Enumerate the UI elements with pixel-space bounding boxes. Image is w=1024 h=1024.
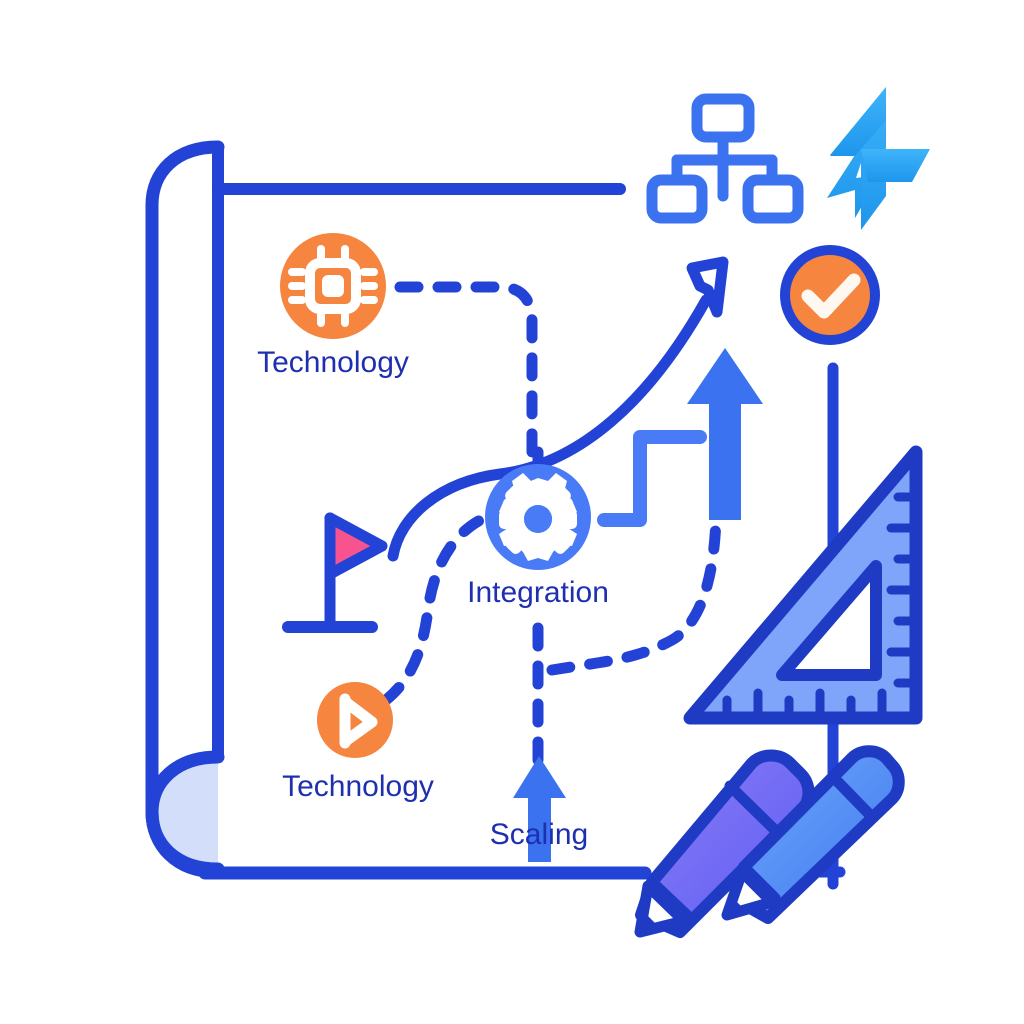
set-square-ruler-icon [683,445,923,725]
dashed-path-integration-to-right [546,512,722,676]
lightning-bolt-icon [827,87,930,230]
gear-icon [499,473,577,561]
microchip-icon [288,245,378,327]
node-integration[interactable] [485,446,591,570]
dashed-path-milestone-to-integration [380,512,490,706]
dashed-path-technology-to-integration [394,281,538,468]
goal-flag-icon [282,512,388,633]
staircase-step-line-icon [597,430,707,527]
label-technology-bottom: Technology [282,770,434,803]
node-technology-top[interactable] [280,233,386,339]
dashed-connectors [380,281,722,776]
label-technology-top: Technology [257,346,409,379]
node-technology-bottom[interactable] [317,682,393,758]
board-roll-curve [145,750,225,876]
technology-bottom-circle[interactable] [317,682,393,758]
scaling-arrow-icon [513,756,566,862]
scroll-board-frame [145,140,652,880]
check-circle-badge-icon [780,245,880,345]
label-scaling: Scaling [490,818,588,851]
hierarchy-org-chart-icon [646,93,804,224]
upward-arrow-icon [687,348,763,520]
pen-icon [721,745,905,924]
flag-pointer-icon [339,693,378,749]
label-integration: Integration [467,576,609,609]
